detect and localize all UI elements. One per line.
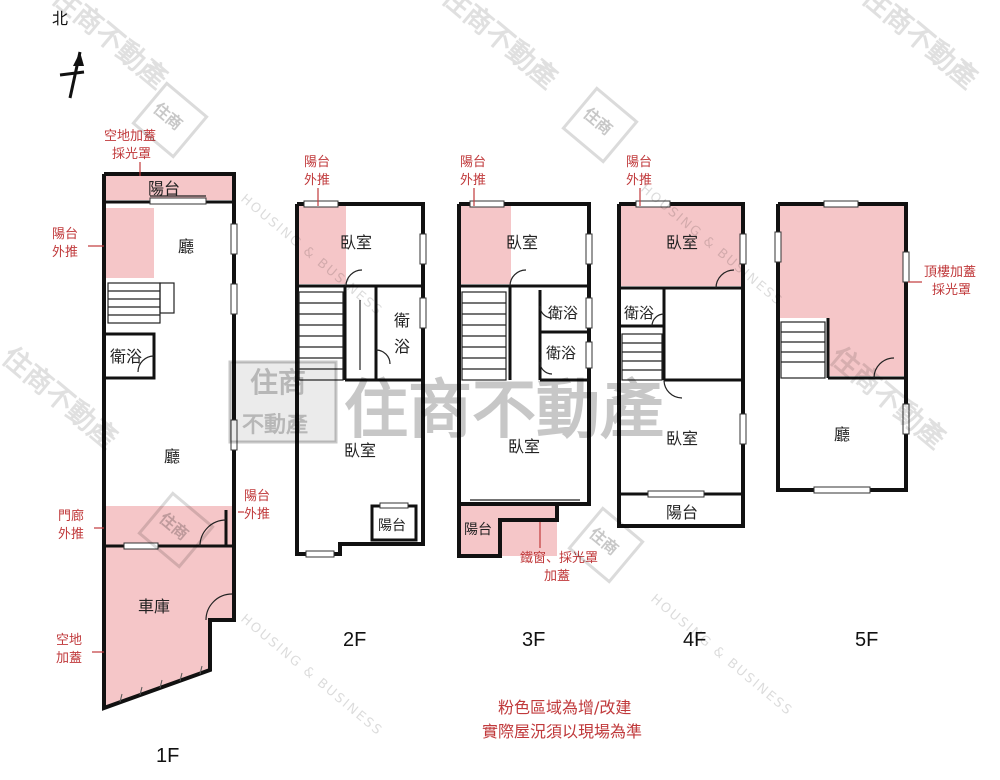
1f-balcony-label: 陽台 <box>148 179 180 198</box>
2f-balcony-push-area <box>298 206 346 284</box>
4f-stairs <box>621 333 663 381</box>
legend: 粉色區域為增/改建 實際屋況須以現場為準 <box>482 698 642 741</box>
1f-yard-cover-note-1: 空地 <box>56 633 82 648</box>
2f-balcony-label: 陽台 <box>378 518 406 534</box>
1f-hall-top-label: 廳 <box>178 237 194 256</box>
watermark-logo-line2: 不動產 <box>242 412 308 438</box>
1f-yard-cover-area <box>104 546 232 708</box>
1f-yard-cover-note-2: 加蓋 <box>56 651 82 666</box>
2f-bath-label-2: 浴 <box>394 337 410 356</box>
1f-outer-wall <box>102 172 236 711</box>
north-indicator: 北 <box>52 9 85 99</box>
north-arrow-icon <box>59 51 85 99</box>
1f-porch-push-note-2: 外推 <box>58 527 84 542</box>
3f-balcony-push-area <box>461 206 511 284</box>
floor-1f: 陽台 廳 衛浴 廳 車庫 空地加蓋 採光罩 陽台 外推 門廊 外推 陽台 外推 … <box>52 129 270 767</box>
5f-roof-skylight-note-2: 採光罩 <box>932 283 971 298</box>
4f-bath-label: 衛浴 <box>624 304 654 322</box>
4f-balcony-push-area <box>621 206 741 286</box>
3f-balcony-push-note-2: 外推 <box>460 173 486 188</box>
2f-balcony-push-note-1: 陽台 <box>304 155 330 170</box>
3f-bedroom-mid-label: 臥室 <box>508 437 540 456</box>
3f-iron-window-note-1: 鐵窗、採光罩 <box>520 550 598 566</box>
1f-porch-push-area <box>104 506 234 546</box>
3f-bath2-label: 衛浴 <box>546 344 576 362</box>
legend-line-1: 粉色區域為增/改建 <box>498 698 631 717</box>
1f-balcony-push-area <box>104 208 154 278</box>
5f-roof-skylight-note-1: 頂樓加蓋 <box>924 265 976 280</box>
watermark-english-4: HOUSING & BUSINESS <box>647 592 795 720</box>
5f-roof-skylight-area <box>780 206 904 376</box>
north-label: 北 <box>52 9 68 28</box>
legend-line-2: 實際屋況須以現場為準 <box>482 722 642 741</box>
1f-garage-label: 車庫 <box>138 597 170 616</box>
2f-bedroom-top-label: 臥室 <box>340 233 372 252</box>
watermark-stamp-4: 住商 <box>567 506 645 584</box>
floor-4f: 臥室 衛浴 臥室 陽台 陽台 外推 4F <box>617 155 747 651</box>
5f-floor-label: 5F <box>855 629 878 651</box>
1f-balcony-push-right-note-1: 陽台 <box>244 489 270 504</box>
3f-outer-wall <box>457 202 591 506</box>
3f-iron-window-area <box>461 504 557 556</box>
2f-outer-wall <box>295 202 425 556</box>
3f-balcony-push-note-1: 陽台 <box>460 155 486 170</box>
watermark-stamp-2: 住商 <box>561 86 639 164</box>
3f-balcony-label: 陽台 <box>464 522 492 538</box>
1f-skylight-note-2: 採光罩 <box>112 147 151 162</box>
3f-floor-label: 3F <box>522 629 545 651</box>
watermark-logo-line1: 住商 <box>250 366 306 399</box>
svg-text:住商: 住商 <box>580 104 617 139</box>
watermark-diag-top-left: 住商不動產 <box>46 0 174 95</box>
1f-stairs <box>107 282 175 324</box>
watermark-logo: 住商 不動產 <box>228 360 338 444</box>
floor-5f: 廳 頂樓加蓋 採光罩 5F <box>774 200 976 651</box>
3f-bath1-label: 衛浴 <box>548 304 578 322</box>
1f-balcony-push-note-1: 陽台 <box>52 227 78 242</box>
1f-balcony-push-note-2: 外推 <box>52 245 78 260</box>
3f-bedroom-top-label: 臥室 <box>506 233 538 252</box>
4f-balcony-label: 陽台 <box>666 503 698 522</box>
4f-balcony-push-note-1: 陽台 <box>626 155 652 170</box>
1f-bath-label: 衛浴 <box>110 347 142 366</box>
5f-outer-wall <box>776 202 908 492</box>
watermark-diag-top-mid: 住商不動產 <box>436 0 564 95</box>
1f-balcony-push-right-note-2: 外推 <box>244 507 270 522</box>
1f-porch-push-note-1: 門廊 <box>58 508 84 524</box>
1f-floor-label: 1F <box>156 745 179 767</box>
1f-balcony-window <box>149 197 207 205</box>
watermark-diag-top-right: 住商不動產 <box>856 0 984 95</box>
watermark-stamp-1: 住商 <box>131 81 209 159</box>
1f-hall-mid-label: 廳 <box>164 447 180 466</box>
2f-bedroom-mid-label: 臥室 <box>344 441 376 460</box>
3f-stairs <box>461 291 507 381</box>
2f-balcony-push-note-2: 外推 <box>304 173 330 188</box>
floor-2f: 臥室 衛 浴 臥室 陽台 陽台 外推 2F <box>295 155 427 651</box>
2f-bath-label-1: 衛 <box>394 311 410 330</box>
floor-3f: 臥室 衛浴 衛浴 臥室 陽台 陽台 外推 鐵窗、採光罩 加蓋 3F <box>457 155 598 651</box>
2f-floor-label: 2F <box>343 629 366 651</box>
4f-balcony-push-note-2: 外推 <box>626 173 652 188</box>
5f-hall-label: 廳 <box>834 425 850 444</box>
4f-bedroom-mid-label: 臥室 <box>666 429 698 448</box>
4f-floor-label: 4F <box>683 629 706 651</box>
watermark-big-text: 住商不動產 <box>344 374 664 448</box>
5f-stairs <box>780 321 826 379</box>
4f-bedroom-top-label: 臥室 <box>666 233 698 252</box>
1f-skylight-note-1: 空地加蓋 <box>104 129 156 144</box>
3f-iron-window-note-2: 加蓋 <box>544 569 570 584</box>
2f-stairs <box>298 291 344 381</box>
4f-outer-wall <box>617 202 745 528</box>
